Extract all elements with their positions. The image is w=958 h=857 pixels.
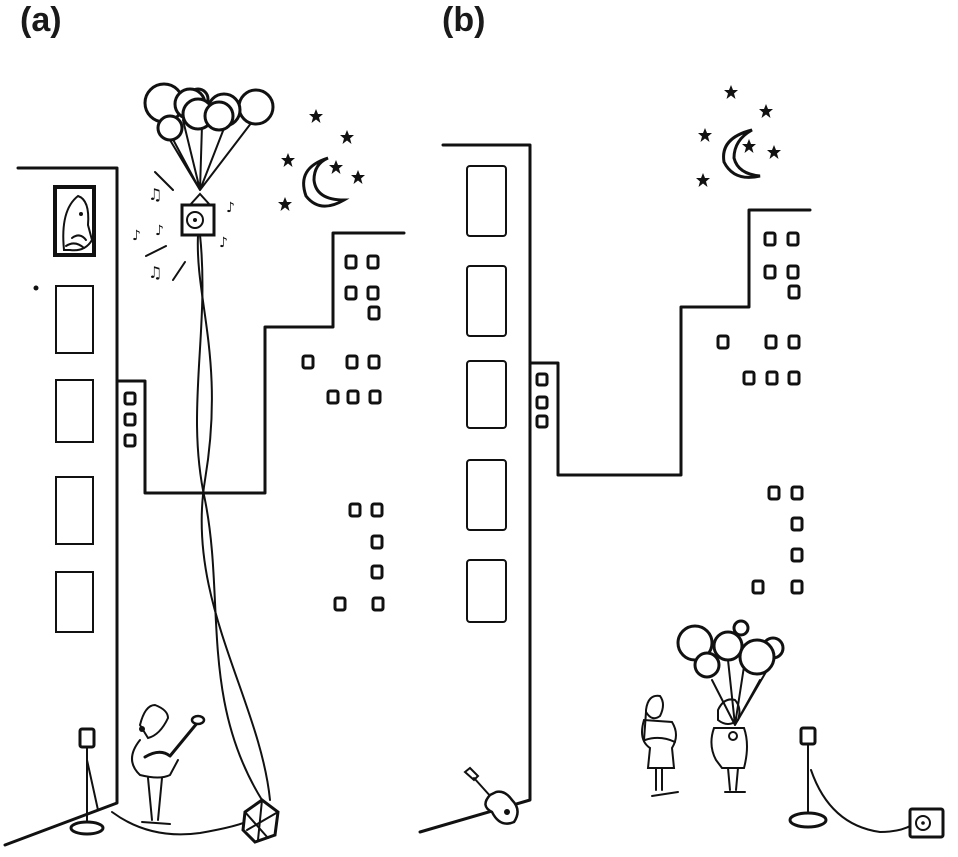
middle-building-outline-a xyxy=(115,231,406,495)
microphone-stand-b xyxy=(788,726,913,834)
panel-label-a: (a) xyxy=(20,1,62,39)
middle-building-outline-b xyxy=(528,208,812,477)
microphone-stand-a xyxy=(69,727,105,836)
panel-a: ♫ ♪ ♪ ♫ ♪ ♪ xyxy=(3,82,406,847)
music-notes-a: ♫ ♪ ♪ ♫ ♪ ♪ xyxy=(132,171,235,282)
svg-text:♪: ♪ xyxy=(226,200,235,216)
moon-and-stars-b xyxy=(696,85,781,187)
small-windows-a xyxy=(123,254,385,612)
svg-text:♫: ♫ xyxy=(148,185,162,204)
speck xyxy=(33,285,39,291)
svg-text:♪: ♪ xyxy=(132,228,141,244)
small-windows-b xyxy=(535,231,804,595)
panel-label-b: (b) xyxy=(442,1,486,39)
broken-speaker-a xyxy=(241,798,280,844)
moon-and-stars-a xyxy=(278,109,365,211)
guitarist xyxy=(131,703,206,825)
svg-text:♪: ♪ xyxy=(219,235,228,251)
speaker-cord-a xyxy=(111,234,271,836)
tall-building-outline-a xyxy=(3,166,119,847)
woman-standing xyxy=(641,694,679,797)
balloon-cluster-b xyxy=(676,619,785,726)
person-with-balloons xyxy=(710,698,748,793)
windows-tall-building-b xyxy=(466,165,507,623)
svg-text:♪: ♪ xyxy=(155,223,164,239)
dropped-guitar xyxy=(463,766,519,825)
tall-building-outline-b xyxy=(418,143,532,834)
woman-in-window xyxy=(53,185,96,257)
speaker-on-ground-b xyxy=(908,807,945,839)
windows-tall-building-a xyxy=(55,285,94,633)
flying-speaker xyxy=(180,192,216,237)
balloon-cluster-a xyxy=(143,82,275,191)
svg-text:♫: ♫ xyxy=(148,263,162,282)
panel-b xyxy=(418,85,945,839)
